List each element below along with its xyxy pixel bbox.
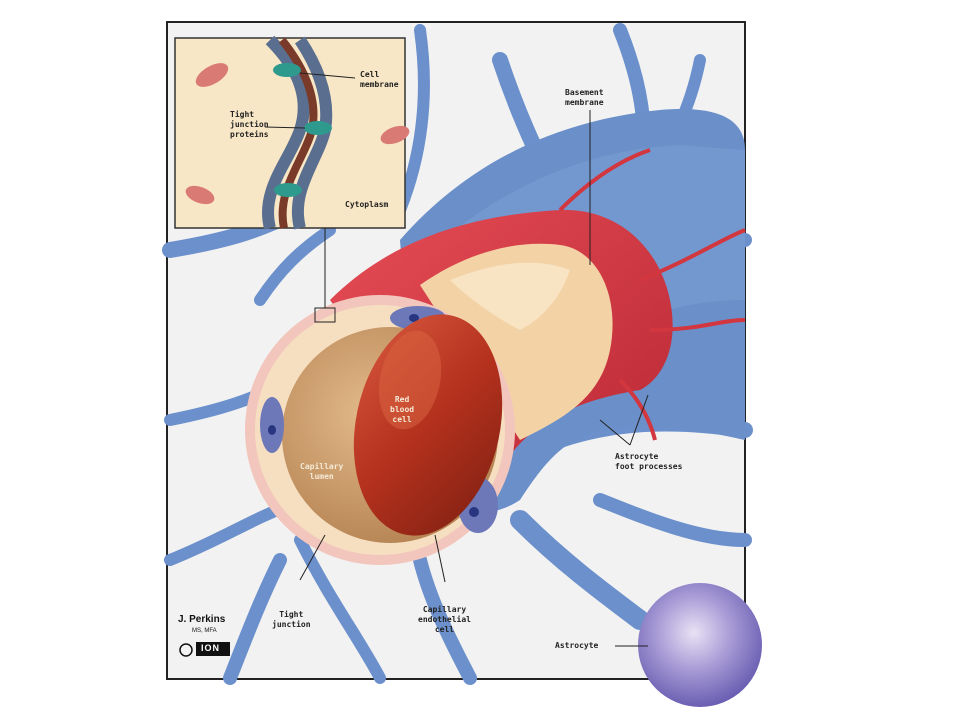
- inset-panel: [174, 35, 410, 230]
- red-blood-cell-highlight: [378, 330, 442, 430]
- leader-lines: [299, 110, 649, 647]
- endothelial-nuclei: [260, 306, 498, 533]
- ion-logo: [179, 642, 230, 657]
- label-basement-membrane: Basement membrane: [565, 88, 604, 107]
- label-cell-membrane: Cell membrane: [360, 70, 399, 89]
- label-red-blood-cell: Red blood cell: [390, 395, 415, 424]
- label-astrocyte: Astrocyte: [555, 641, 599, 650]
- label-capillary-endothelial-cell: Capillary endothelial cell: [418, 605, 471, 634]
- label-tight-junction: Tight junction: [272, 610, 311, 629]
- label-astrocyte-foot-processes: Astrocyte foot processes: [615, 452, 683, 471]
- inset-source-box: [314, 307, 336, 323]
- label-tight-junction-proteins: Tight junction proteins: [230, 110, 269, 139]
- label-cytoplasm: Cytoplasm: [345, 200, 389, 209]
- credit-degree: MS, MFA: [192, 628, 217, 634]
- astrocyte-body: [638, 583, 762, 707]
- credit-logo-text: ION: [201, 643, 221, 653]
- tube-interior-highlight: [450, 262, 570, 330]
- label-capillary-lumen: Capillary lumen: [300, 462, 344, 481]
- credit-author: J. Perkins: [178, 614, 226, 625]
